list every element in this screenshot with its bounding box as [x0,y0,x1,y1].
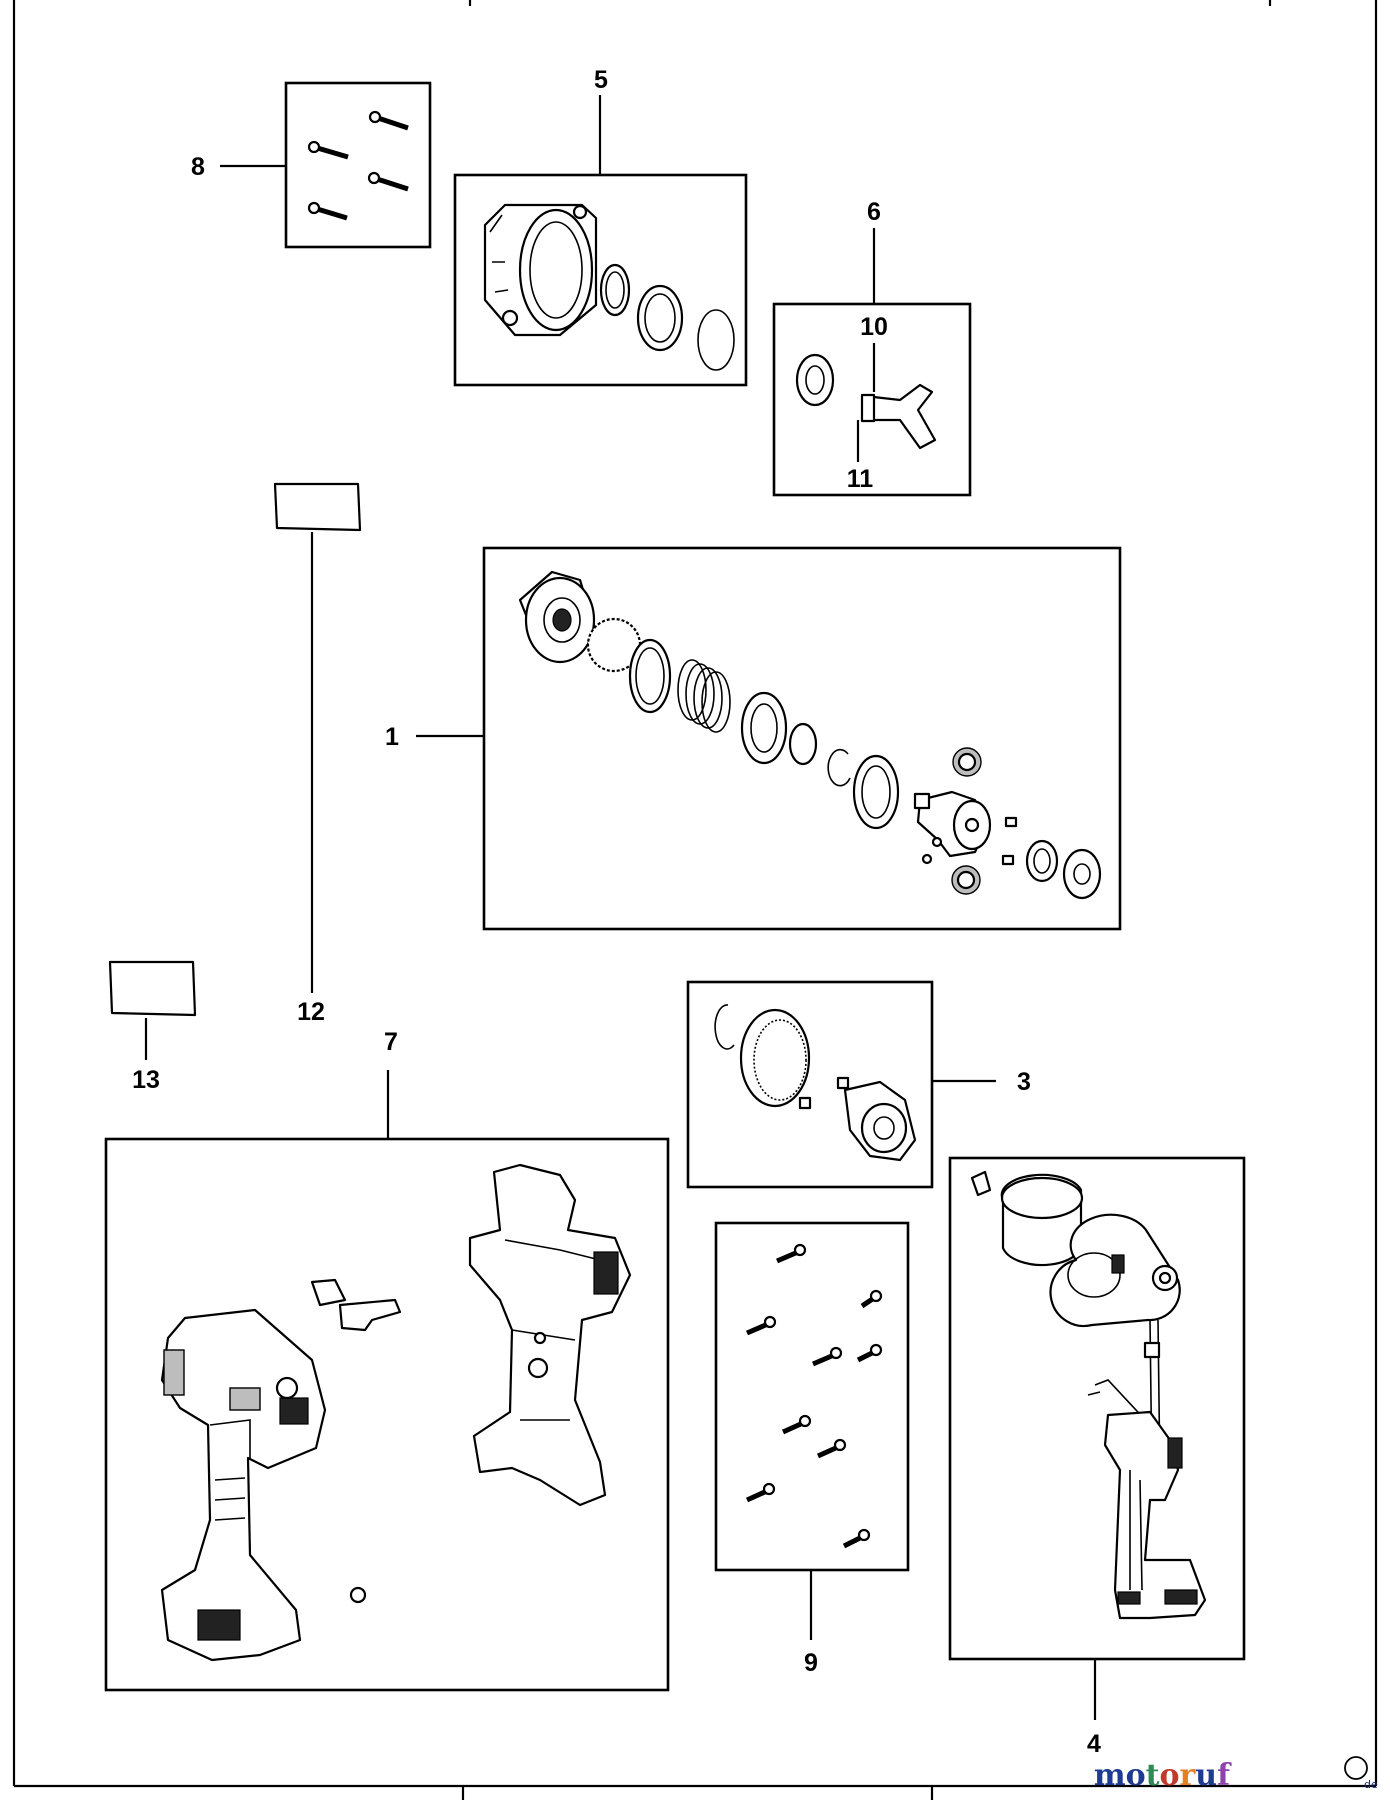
callout-11: 11 [847,465,874,493]
group-6-anvil: 6 10 11 [772,198,972,497]
screw-icon [745,1243,883,1549]
group-9-screws: 9 [714,1221,910,1677]
watermark-logo: motoruf de [1094,1756,1378,1793]
group-4-box [948,1156,1246,1661]
group-3-box [686,980,934,1189]
clamshell-left-icon [160,1308,327,1662]
svg-text:de: de [1364,1778,1378,1791]
callout-9: 9 [804,1649,818,1677]
callout-6: 6 [867,198,881,226]
group-9-box [714,1221,910,1572]
label-12: 12 [273,482,362,1026]
group-7-housing-clamshell: 7 [104,1028,670,1692]
callout-4: 4 [1087,1730,1101,1758]
screw-icon [307,110,409,221]
motor-icon [970,1170,1181,1328]
svg-text:motoruf: motoruf [1094,1758,1232,1793]
switch-icon [1087,1319,1207,1620]
group-4-motor-switch: 4 [948,1156,1246,1758]
callout-8: 8 [191,153,205,181]
callout-7: 7 [384,1028,398,1056]
label-12-sticker [273,482,362,532]
label-13: 13 [108,960,197,1094]
callout-1: 1 [385,723,399,751]
label-13-sticker [108,960,197,1017]
housing-icon [483,203,735,371]
callout-13: 13 [132,1066,160,1094]
group-6-box [772,302,972,497]
group-5-gear-housing: 5 [453,66,748,387]
ring-gear-icon [714,1004,917,1162]
spring-icon [677,659,731,733]
callout-5: 5 [594,66,608,94]
callout-3: 3 [1017,1068,1031,1096]
group-3-gear-ring: 3 [686,980,1031,1189]
switch-cap-icon [310,1278,402,1604]
group-1-impact-mechanism: 1 [385,546,1122,931]
group-8-box [284,81,432,249]
clamshell-right-icon [468,1163,632,1507]
group-8-screws: 8 [191,81,432,249]
callout-10: 10 [860,313,888,341]
hammer-icon [518,570,1102,900]
anvil-icon [795,353,937,450]
group-1-box [482,546,1122,931]
callout-12: 12 [297,998,325,1026]
sheet-frame [12,0,1378,1800]
